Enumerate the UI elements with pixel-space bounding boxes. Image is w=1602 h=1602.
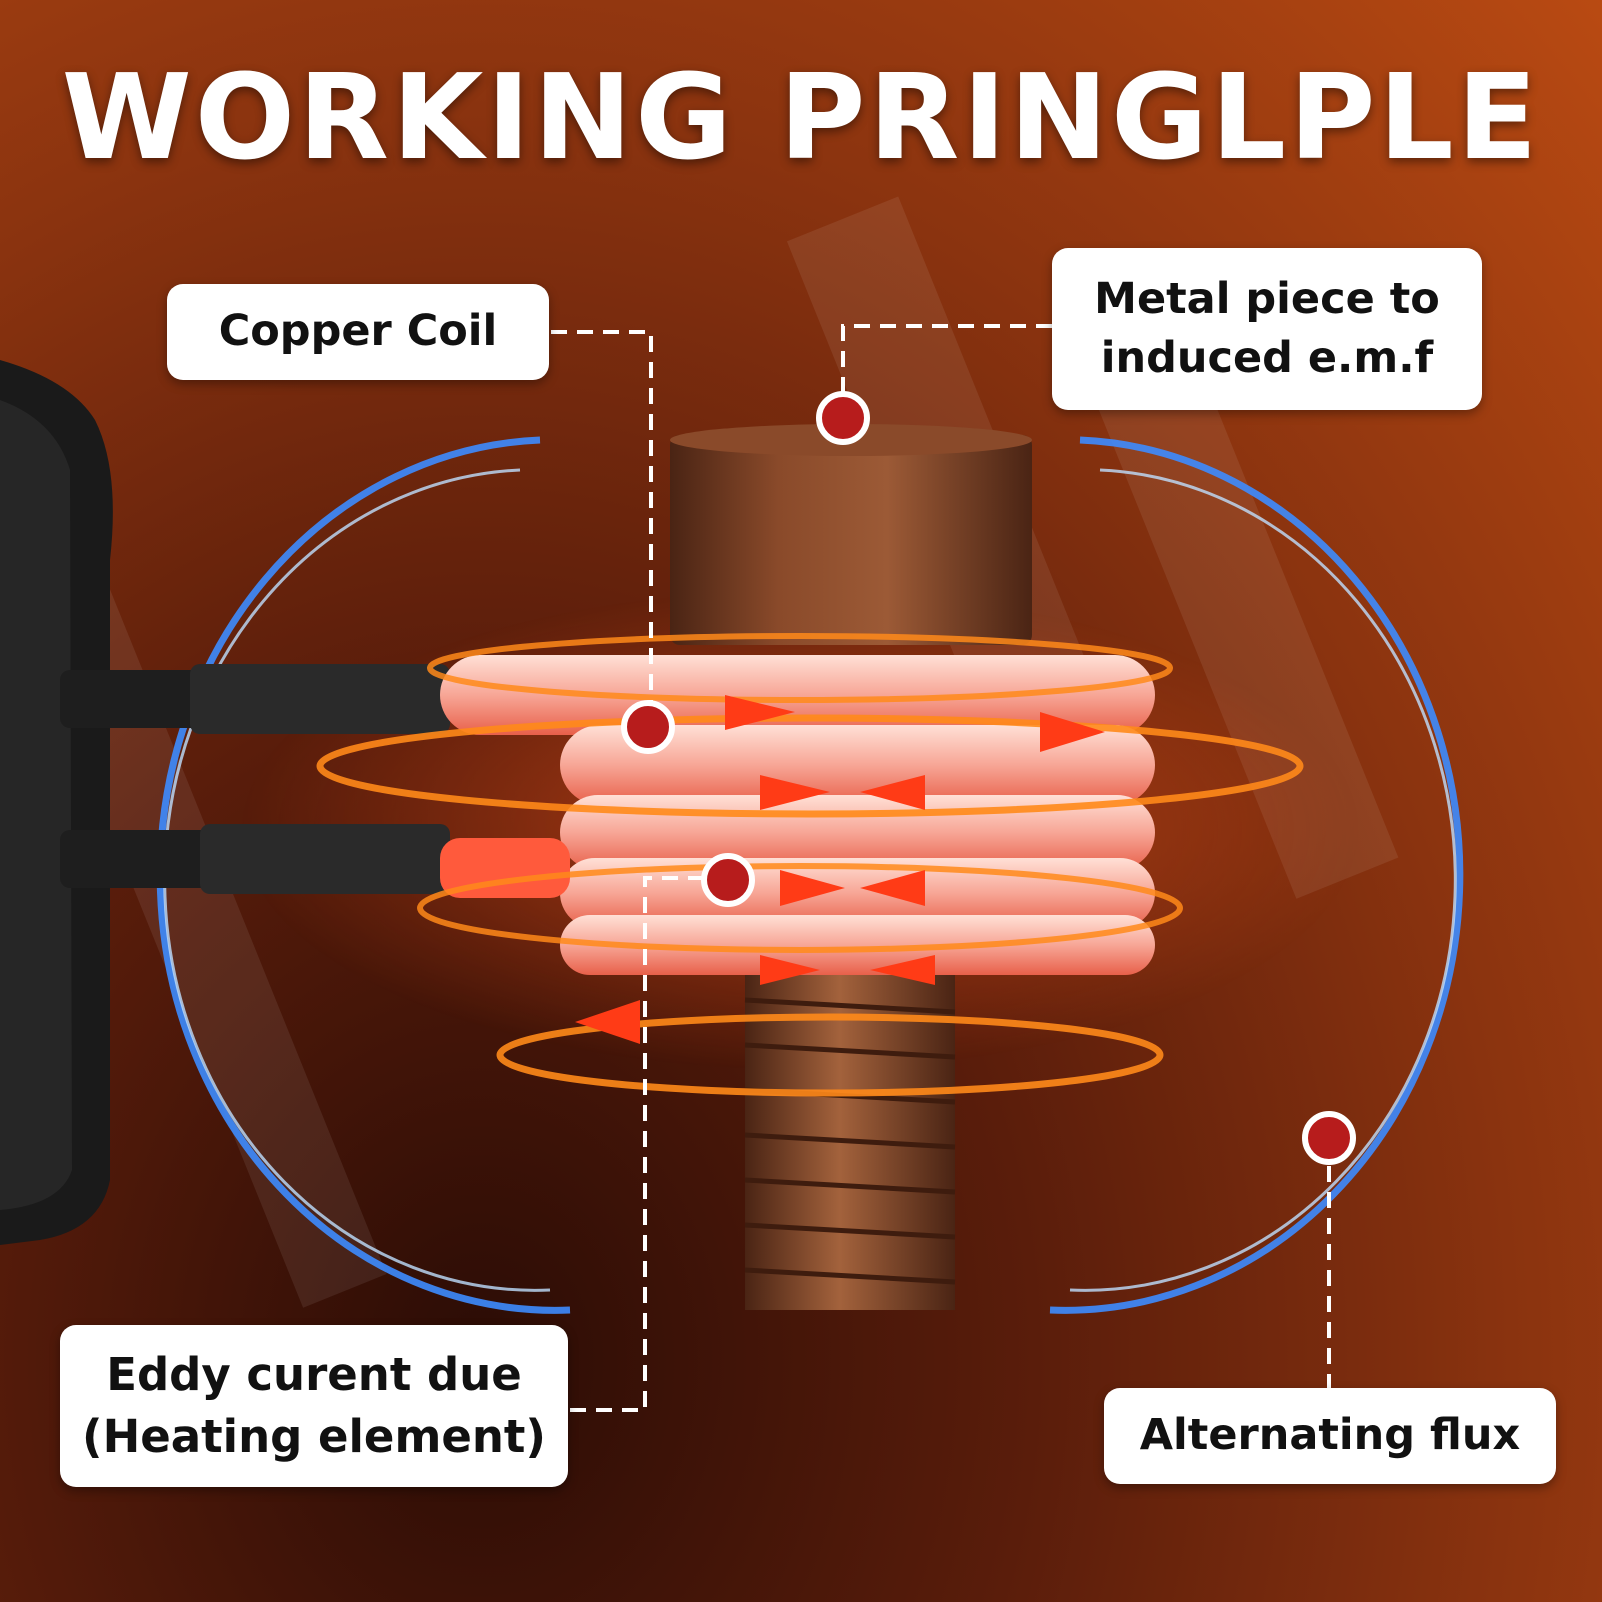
copper-coil-label: Copper Coil [167,284,549,380]
marker-alternating-flux [1302,1111,1356,1165]
current-arrows [575,695,1105,1044]
copper-coil-text: Copper Coil [218,306,498,357]
callout-leaders [551,324,1331,1412]
metal-piece-text-line2: induced e.m.f [1100,333,1434,383]
eddy-current-rings [316,633,1304,1097]
alternating-flux-label: Alternating flux [1104,1388,1556,1484]
eddy-current-text-line1: Eddy curent due [106,1347,522,1401]
callout-markers [621,391,1356,1165]
marker-copper-coil [621,700,675,754]
eddy-current-text-line2: (Heating element) [82,1410,546,1463]
metal-piece-text-line1: Metal piece to [1094,273,1440,324]
marker-eddy-current [701,853,755,907]
eddy-current-label: Eddy curent due (Heating element) [60,1325,568,1487]
alternating-flux-field [156,436,1464,1314]
metal-piece-label: Metal piece to induced e.m.f [1052,248,1482,410]
induction-heater-body [0,360,113,1245]
alternating-flux-text: Alternating flux [1139,1410,1521,1461]
marker-metal-piece [816,391,870,445]
coil-leads [60,664,450,894]
page-title: WORKING PRINGLPLE [61,48,1541,186]
